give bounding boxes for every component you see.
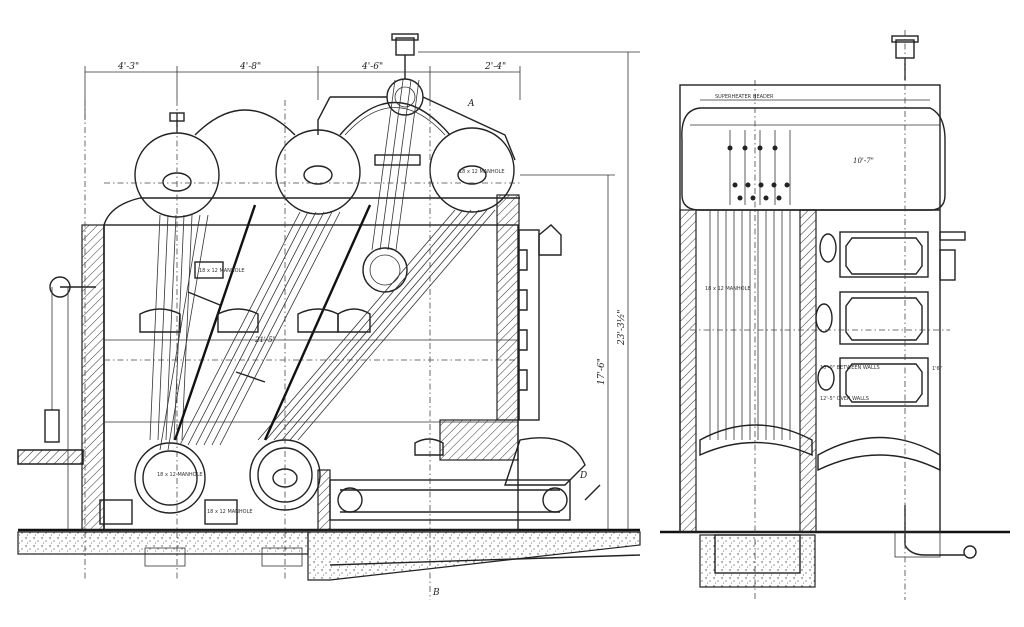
rear-wall bbox=[17, 224, 105, 531]
steam-drums: 18 x 12 MANHOLE bbox=[134, 101, 515, 218]
superheater-label: SUPERHEATER HEADER bbox=[715, 94, 774, 100]
section-marker-a: A bbox=[467, 99, 475, 109]
mud-drum-1-label: 18 x 12 MANHOLE bbox=[157, 472, 203, 478]
over-walls-label: 12'-5" OVER WALLS bbox=[820, 396, 869, 402]
between-walls-label: 10'-0" BETWEEN WALLS bbox=[820, 365, 880, 371]
plate-lower-label: 18 x 12 MANHOLE bbox=[207, 509, 253, 515]
small-dim-label: 1'6" bbox=[932, 366, 942, 372]
tube-bank-4 bbox=[371, 79, 421, 251]
top-header bbox=[317, 33, 516, 161]
side-manhole-label: 18 x 12 MANHOLE bbox=[705, 286, 751, 292]
point-marker-d: D bbox=[579, 471, 587, 481]
section-marker-b: B bbox=[432, 588, 440, 598]
side-panels bbox=[815, 231, 929, 407]
mud-drums: 18 x 12 MANHOLE bbox=[134, 247, 408, 514]
dim-height-total: 23'-3½" bbox=[616, 309, 627, 346]
tube-bank-3 bbox=[257, 209, 496, 441]
foundation bbox=[17, 528, 641, 581]
longitudinal-section: 18 x 12 MANHOLE 18 x 12 MANHOLE bbox=[17, 33, 641, 600]
dim-label-1: 4'-3" bbox=[117, 62, 139, 72]
cross-section: SUPERHEATER HEADER bbox=[660, 30, 1010, 600]
dim-height-drum: 17'-6" bbox=[597, 358, 607, 385]
dim-label-4: 2'-4" bbox=[484, 62, 506, 72]
front-wall bbox=[439, 194, 562, 461]
cross-section-tubes bbox=[709, 130, 791, 440]
dim-label-3: 4'-6" bbox=[361, 62, 383, 72]
plate-upper-label: 18 x 12 MANHOLE bbox=[199, 268, 245, 274]
baffles bbox=[173, 204, 372, 441]
drum-manhole-label: 18 x 12 MANHOLE bbox=[459, 169, 505, 175]
tube-bank-2 bbox=[179, 211, 341, 446]
dim-label-2: 4'-8" bbox=[239, 62, 261, 72]
handholes: 18 x 12 MANHOLE 18 x 12 MANHOLE bbox=[99, 261, 444, 525]
side-width-label: 10'-7" bbox=[853, 157, 874, 165]
dim-inner-width: 21'-5" bbox=[254, 336, 276, 344]
furnace bbox=[317, 437, 601, 531]
dimensions-left: 4'-3" 4'-8" 4'-6" 2'-4" 17'-6" 23'-3½" 2… bbox=[84, 51, 640, 600]
